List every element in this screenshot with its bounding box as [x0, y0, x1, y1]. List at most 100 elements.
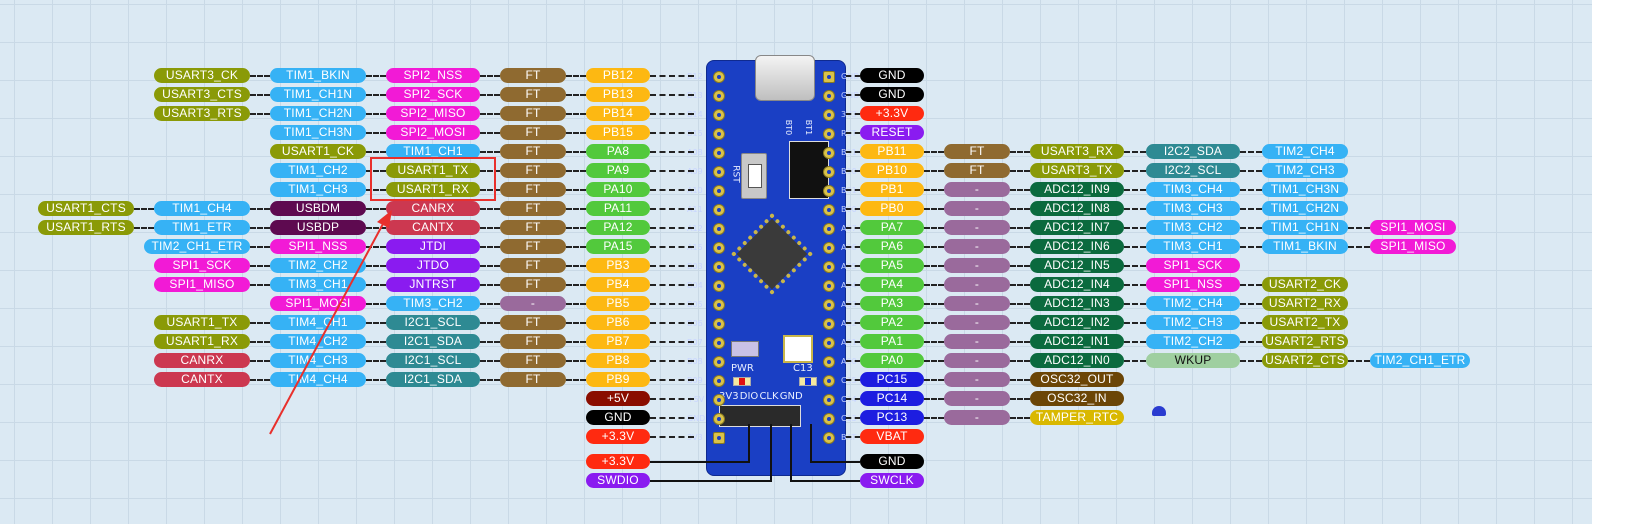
connector-line	[134, 227, 154, 229]
board-pin-label: A08	[687, 148, 703, 157]
board-pin-label: A11	[687, 205, 703, 214]
connector-line	[366, 170, 386, 172]
header-pin-hole	[713, 204, 725, 216]
ft-badge: -	[500, 296, 566, 311]
connector-line	[924, 341, 944, 343]
connector-line	[1010, 303, 1030, 305]
connector-line	[924, 227, 944, 229]
connector-line	[480, 341, 500, 343]
connector-line	[366, 75, 386, 77]
alt-function-pill: TIM1_CH3N	[1262, 182, 1348, 197]
header-pin-hole	[823, 166, 835, 178]
alt-function-pill: USART1_RX	[154, 334, 250, 349]
alt-function-pill: SPI1_NSS	[270, 239, 366, 254]
ft-badge: -	[944, 201, 1010, 216]
alt-function-pill: SPI1_MOSI	[1370, 220, 1456, 235]
connector-line	[134, 208, 154, 210]
connector-line	[1348, 360, 1370, 362]
header-pin-hole	[713, 280, 725, 292]
header-pin-hole	[823, 337, 835, 349]
alt-function-pill: TIM1_CH2	[270, 163, 366, 178]
connector-line	[924, 189, 944, 191]
alt-function-pill: I2C1_SCL	[386, 315, 480, 330]
alt-function-pill: WKUP	[1146, 353, 1240, 368]
connector-line	[480, 151, 500, 153]
header-pin-hole	[713, 90, 725, 102]
swd-pin-swclk: SWCLK	[860, 473, 924, 488]
connector-line	[566, 341, 586, 343]
connector-line	[846, 227, 860, 229]
pin-label-pb9: PB9	[586, 372, 650, 387]
connector-line	[480, 170, 500, 172]
header-pin-hole	[823, 90, 835, 102]
c13-led-icon	[799, 377, 817, 386]
header-pin-hole	[823, 204, 835, 216]
board-pin-label: B11	[841, 148, 857, 157]
board-pin-label: A07	[841, 224, 857, 233]
connector-line	[1010, 208, 1030, 210]
board-pin-label: B06	[687, 319, 703, 328]
alt-function-pill: TIM1_CH2N	[1262, 201, 1348, 216]
pin-label-pb7: PB7	[586, 334, 650, 349]
swd-wire	[810, 461, 860, 463]
ft-badge: FT	[500, 353, 566, 368]
board-pin-label: A02	[841, 319, 857, 328]
swd-header[interactable]	[719, 405, 801, 427]
connector-line	[250, 208, 270, 210]
alt-function-pill: TIM2_CH1_ETR	[144, 239, 250, 254]
connector-line	[1124, 151, 1146, 153]
connector-line	[250, 227, 270, 229]
connector-line	[1240, 322, 1262, 324]
pin-label-pb11: PB11	[860, 144, 924, 159]
connector-line	[924, 417, 944, 419]
connector-line	[366, 246, 386, 248]
header-pin-hole	[823, 147, 835, 159]
board-pin-label: B08	[687, 357, 703, 366]
reset-button[interactable]	[741, 153, 767, 199]
connector-line	[250, 360, 270, 362]
board-pin-label: B14	[687, 110, 703, 119]
header-pin-hole	[713, 109, 725, 121]
connector-line	[924, 360, 944, 362]
connector-line	[566, 227, 586, 229]
header-pin-hole	[713, 242, 725, 254]
tamper-sensor-icon	[1152, 406, 1166, 416]
boot-jumper-block[interactable]	[789, 141, 829, 199]
header-pin-hole	[713, 128, 725, 140]
alt-function-pill: ADC12_IN7	[1030, 220, 1124, 235]
usb-c-connector-icon	[755, 55, 815, 101]
ft-badge: -	[944, 182, 1010, 197]
connector-line	[1124, 246, 1146, 248]
ft-badge: -	[944, 258, 1010, 273]
alt-function-pill: USART2_CTS	[1262, 353, 1348, 368]
connector-line	[846, 113, 860, 115]
alt-function-pill: TIM2_CH3	[1262, 163, 1348, 178]
swd-wire	[650, 480, 772, 482]
alt-function-pill: CANRX	[154, 353, 250, 368]
alt-function-pill: USBDP	[270, 220, 366, 235]
board-pin-label: B03	[687, 262, 703, 271]
alt-function-pill: USART1_RTS	[38, 220, 134, 235]
connector-line	[480, 265, 500, 267]
connector-line	[1124, 303, 1146, 305]
board-pin-label: C13	[841, 414, 857, 423]
swd-wire	[748, 424, 750, 462]
alt-function-pill: TIM3_CH3	[1146, 201, 1240, 216]
connector-line	[1240, 189, 1262, 191]
pin-label-pa9: PA9	[586, 163, 650, 178]
header-pin-hole	[713, 318, 725, 330]
pin-label-5v: +5V	[586, 391, 650, 406]
alt-function-pill: ADC12_IN9	[1030, 182, 1124, 197]
board-pin-label: A09	[687, 167, 703, 176]
ft-badge: FT	[500, 87, 566, 102]
board-pin-label: GND	[841, 91, 860, 100]
alt-function-pill: OSC32_OUT	[1030, 372, 1124, 387]
board-pin-label: RST	[841, 129, 857, 138]
pwr-led-label: PWR	[731, 363, 754, 374]
alt-function-pill: ADC12_IN6	[1030, 239, 1124, 254]
alt-function-pill: SPI1_MISO	[154, 277, 250, 292]
alt-function-pill: I2C1_SDA	[386, 334, 480, 349]
connector-line	[650, 75, 694, 77]
connector-line	[924, 379, 944, 381]
